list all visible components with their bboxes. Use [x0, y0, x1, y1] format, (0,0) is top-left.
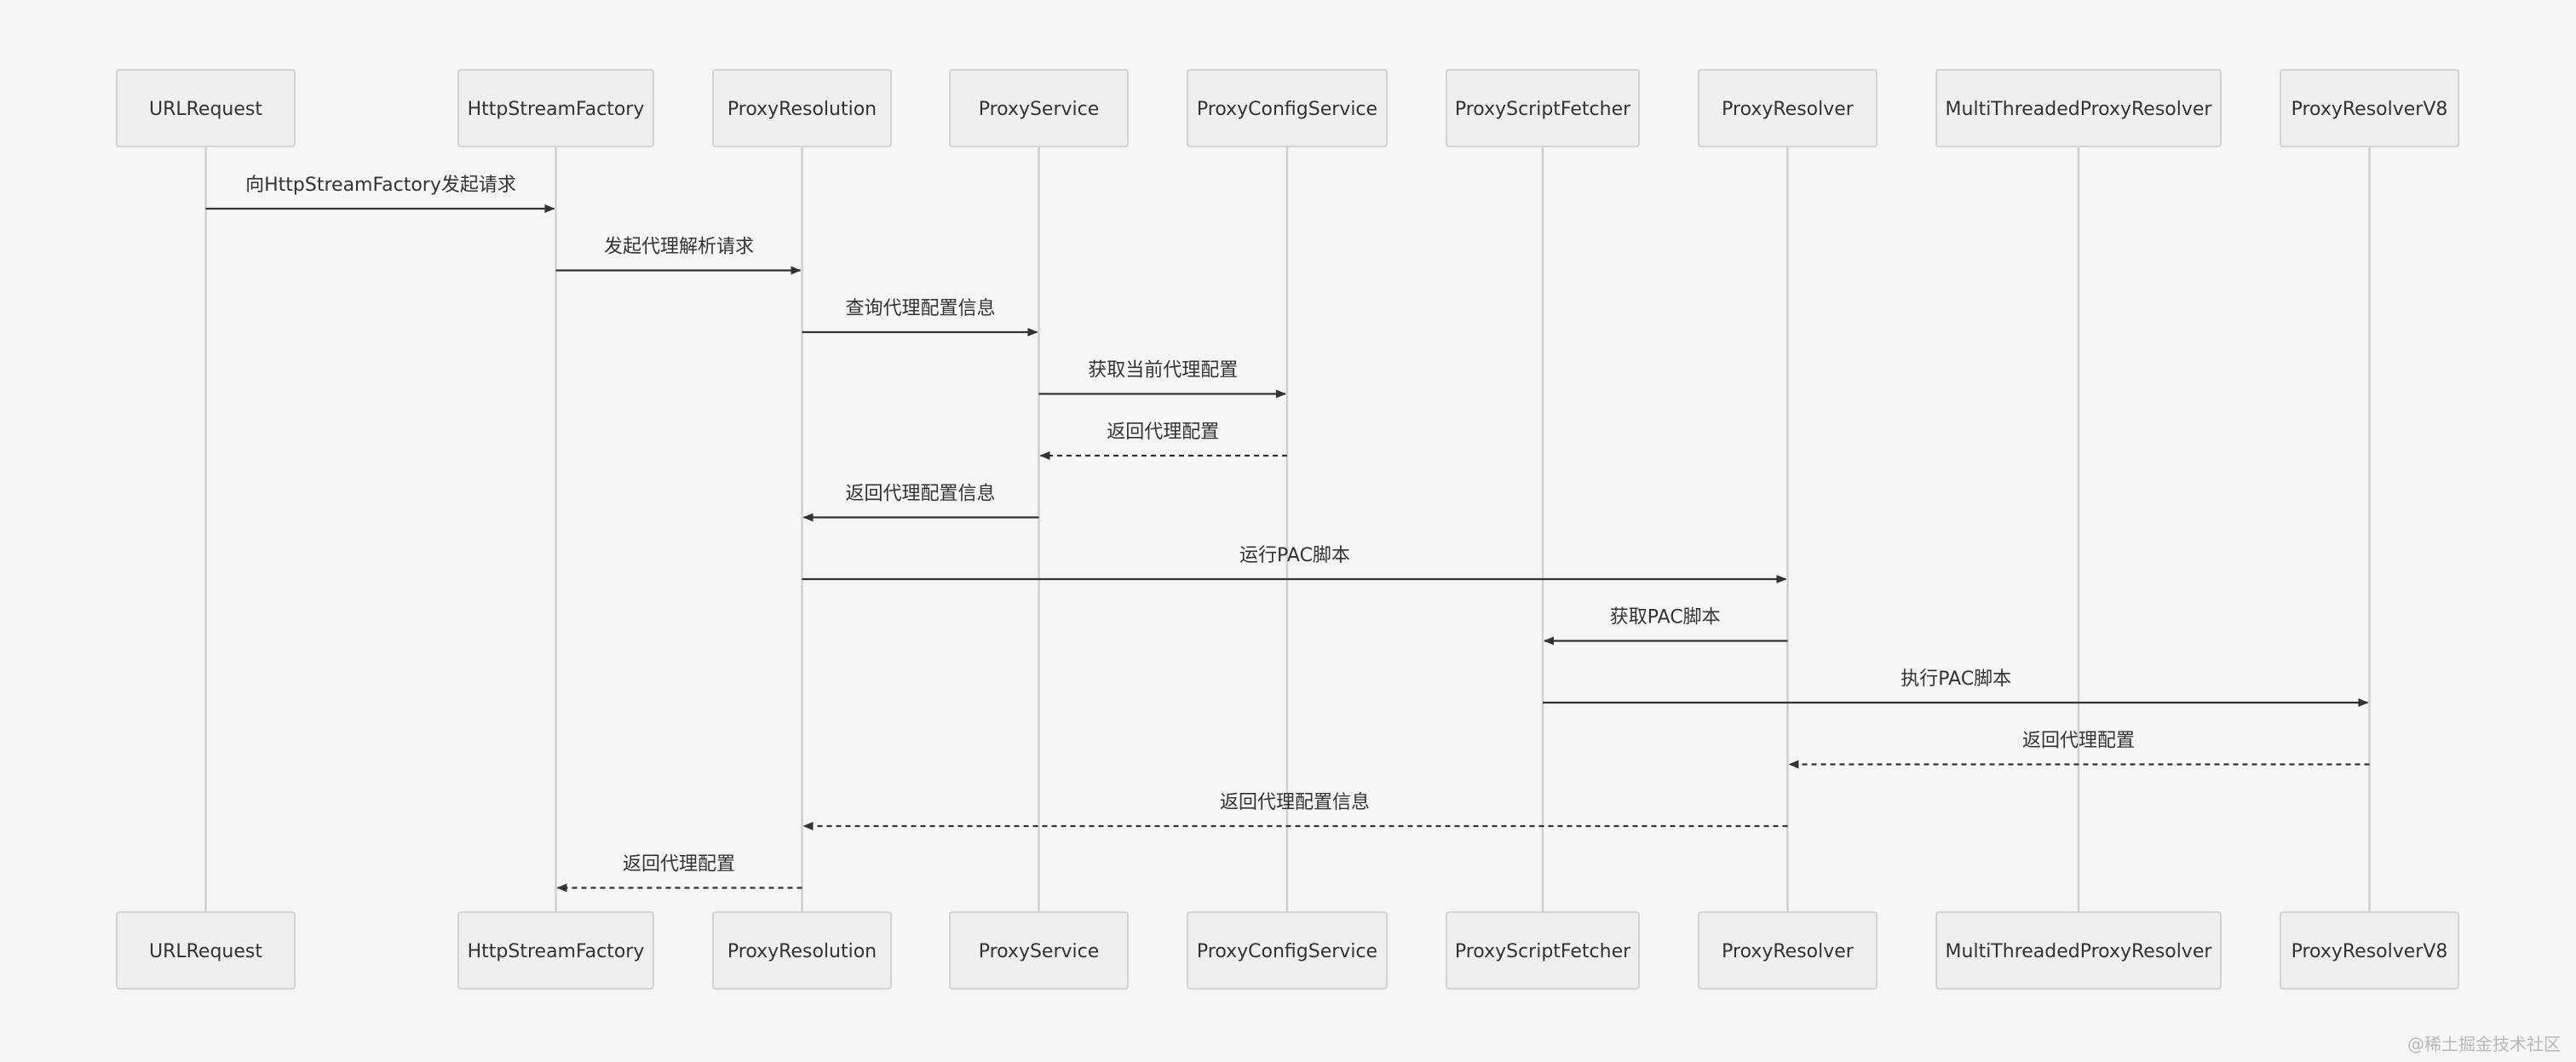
participant-label: HttpStreamFactory	[468, 99, 645, 120]
message-label: 查询代理配置信息	[845, 298, 995, 319]
participant-label: MultiThreadedProxyResolver	[1946, 99, 2213, 120]
participant-box	[1187, 911, 1388, 990]
participant-box	[1935, 69, 2222, 147]
participant-bottom-proxyscriptfetcher: ProxyScriptFetcher	[1446, 911, 1640, 990]
participant-box	[457, 911, 654, 990]
participant-label: ProxyResolverV8	[2291, 99, 2448, 120]
message-8: 获取PAC脚本	[1544, 607, 1788, 646]
message-1: 向HttpStreamFactory发起请求	[205, 175, 555, 213]
participant-label: HttpStreamFactory	[468, 941, 645, 962]
participant-bottom-proxyresolverv8: ProxyResolverV8	[2280, 911, 2459, 990]
participant-box	[1187, 69, 1388, 147]
participant-box	[1935, 911, 2222, 990]
participant-top-httpstreamfactory: HttpStreamFactory	[457, 69, 654, 147]
participant-top-proxyresolverv8: ProxyResolverV8	[2280, 69, 2459, 147]
message-10: 返回代理配置	[1788, 731, 2370, 769]
participant-label: ProxyResolver	[1722, 941, 1854, 962]
participant-top-proxyservice: ProxyService	[949, 69, 1129, 147]
participant-top-proxyscriptfetcher: ProxyScriptFetcher	[1446, 69, 1640, 147]
participant-label: ProxyResolution	[727, 941, 877, 962]
messages: 向HttpStreamFactory发起请求发起代理解析请求查询代理配置信息获取…	[205, 175, 2370, 893]
participant-bottom-proxyservice: ProxyService	[949, 911, 1129, 990]
message-label: 执行PAC脚本	[1900, 669, 2011, 690]
message-label: 获取PAC脚本	[1610, 607, 1721, 629]
message-label: 返回代理配置信息	[845, 484, 995, 505]
participant-label: ProxyScriptFetcher	[1455, 99, 1631, 120]
message-label: 返回代理配置信息	[1220, 792, 1370, 813]
participant-top-proxyconfigservice: ProxyConfigService	[1187, 69, 1388, 147]
message-9: 执行PAC脚本	[1543, 669, 2369, 707]
participant-box	[116, 911, 296, 990]
message-label: 向HttpStreamFactory发起请求	[245, 175, 516, 196]
participant-label: ProxyScriptFetcher	[1455, 941, 1631, 962]
lifelines	[204, 146, 2371, 912]
participant-label: ProxyResolverV8	[2291, 941, 2448, 962]
message-6: 返回代理配置信息	[802, 484, 1039, 522]
participant-box	[116, 69, 296, 147]
participant-bottom-urlrequest: URLRequest	[116, 911, 296, 990]
participant-label: ProxyResolver	[1722, 99, 1854, 120]
participant-box	[949, 911, 1129, 990]
message-label: 运行PAC脚本	[1239, 545, 1350, 566]
participant-label: ProxyService	[979, 99, 1100, 120]
participant-bottom-proxyresolver: ProxyResolver	[1698, 911, 1877, 990]
participant-label: URLRequest	[149, 99, 262, 120]
participant-box	[457, 69, 654, 147]
participant-label: MultiThreadedProxyResolver	[1946, 941, 2213, 962]
participant-label: URLRequest	[149, 941, 262, 962]
participant-box	[1698, 911, 1877, 990]
participant-top-proxyresolver: ProxyResolver	[1698, 69, 1877, 147]
message-3: 查询代理配置信息	[802, 298, 1038, 336]
message-5: 返回代理配置	[1039, 422, 1287, 460]
participant-box	[949, 69, 1129, 147]
participant-top-urlrequest: URLRequest	[116, 69, 296, 147]
participant-box	[2280, 911, 2459, 990]
message-label: 返回代理配置	[1107, 422, 1219, 443]
participant-bottom-httpstreamfactory: HttpStreamFactory	[457, 911, 654, 990]
participants-top: URLRequest HttpStreamFactory ProxyResoluti…	[116, 69, 2459, 147]
message-label: 获取当前代理配置	[1088, 360, 1238, 382]
participant-bottom-multithreadedproxyresolver: MultiThreadedProxyResolver	[1935, 911, 2222, 990]
participant-label: ProxyConfigService	[1197, 99, 1377, 120]
participant-label: ProxyConfigService	[1197, 941, 1377, 962]
message-12: 返回代理配置	[556, 854, 802, 893]
participant-label: ProxyResolution	[727, 99, 877, 120]
message-2: 发起代理解析请求	[555, 237, 802, 275]
participant-box	[1698, 69, 1877, 147]
participant-label: ProxyService	[979, 941, 1100, 962]
participant-box	[712, 69, 892, 147]
participant-top-multithreadedproxyresolver: MultiThreadedProxyResolver	[1935, 69, 2222, 147]
message-label: 发起代理解析请求	[604, 237, 754, 258]
participants-bottom: URLRequest HttpStreamFactory ProxyResoluti…	[116, 911, 2459, 990]
message-7: 运行PAC脚本	[802, 545, 1787, 583]
participant-top-proxyresolution: ProxyResolution	[712, 69, 892, 147]
watermark: @稀土掘金技术社区	[2407, 1034, 2561, 1054]
message-label: 返回代理配置	[623, 854, 735, 875]
message-11: 返回代理配置信息	[802, 792, 1788, 830]
message-label: 返回代理配置	[2022, 731, 2135, 752]
message-4: 获取当前代理配置	[1038, 360, 1286, 399]
participant-box	[1446, 911, 1640, 990]
participant-box	[712, 911, 892, 990]
participant-bottom-proxyresolution: ProxyResolution	[712, 911, 892, 990]
participant-box	[2280, 69, 2459, 147]
participant-box	[1446, 69, 1640, 147]
participant-bottom-proxyconfigservice: ProxyConfigService	[1187, 911, 1388, 990]
